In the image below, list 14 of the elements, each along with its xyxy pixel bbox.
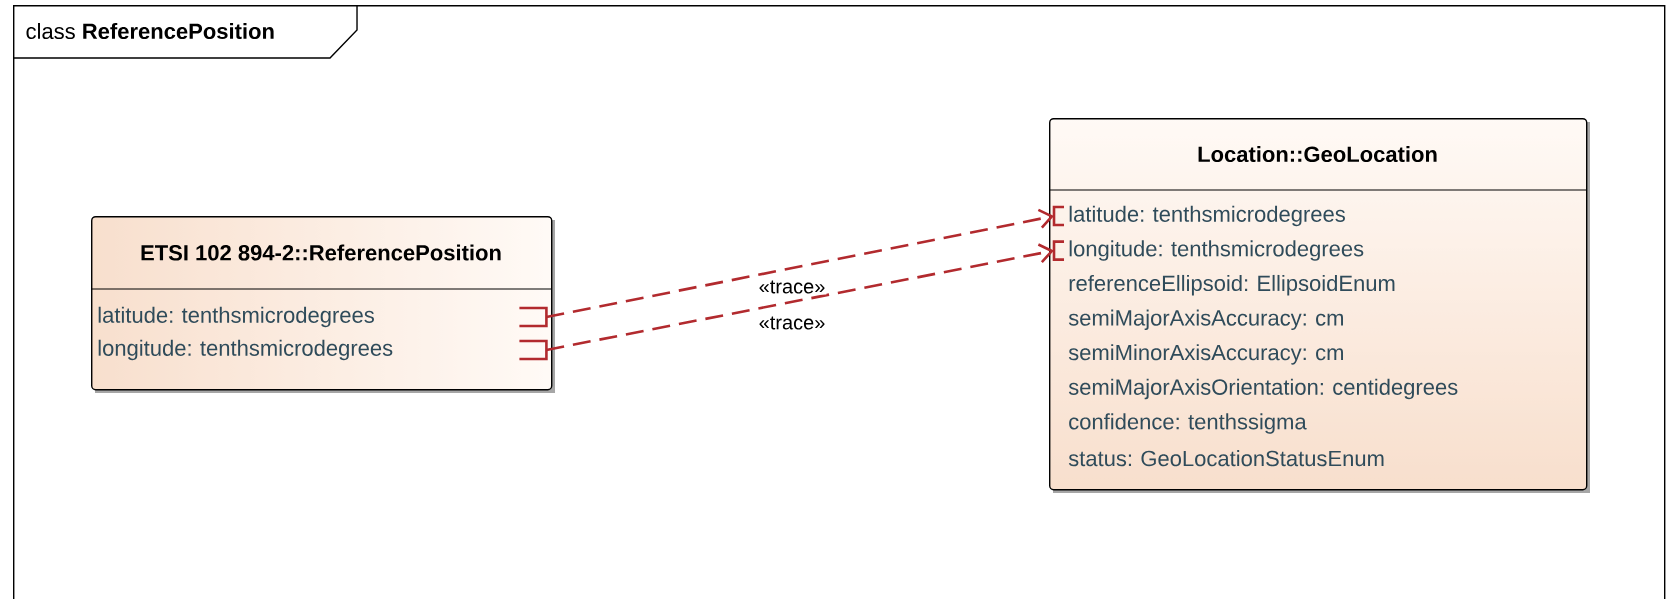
attribute-row: semiMajorAxisAccuracy: cm xyxy=(1068,309,1343,331)
trace-arrow xyxy=(546,243,1054,352)
trace-arrow xyxy=(546,208,1054,319)
attribute-row: longitude: tenthsmicrodegrees xyxy=(98,339,548,361)
attribute-row: status: GeoLocationStatusEnum xyxy=(1068,450,1384,467)
attribute-row: referenceEllipsoid: EllipsoidEnum xyxy=(1069,274,1395,296)
edge-label: «trace» xyxy=(757,315,827,331)
attribute-row: semiMajorAxisOrientation: centidegrees xyxy=(1068,378,1458,400)
attribute-row: semiMinorAxisAccuracy: cm xyxy=(1068,344,1343,365)
attribute-row: latitude: tenthsmicrodegrees xyxy=(1052,205,1345,227)
attribute-row: latitude: tenthsmicrodegrees xyxy=(98,306,548,328)
attribute-row: confidence: tenthssigma xyxy=(1069,413,1307,434)
attribute-row: longitude: tenthsmicrodegrees xyxy=(1052,240,1364,261)
edge-label: «trace» xyxy=(757,279,827,295)
